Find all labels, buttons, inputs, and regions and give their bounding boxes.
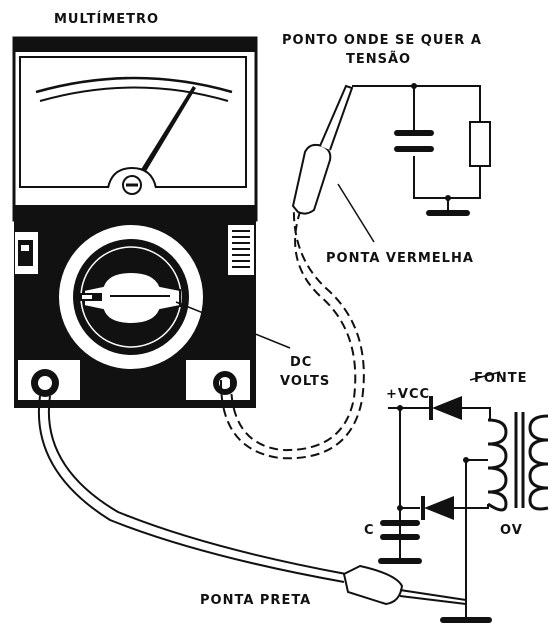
red-probe-leader: [337, 183, 375, 243]
multimeter-top-band: [14, 38, 256, 52]
measure-point-label-line2: TENSÃO: [346, 51, 411, 67]
vcc-node: [397, 405, 403, 411]
multimeter: [12, 36, 258, 408]
lower-diode: [424, 496, 454, 520]
left-switch-knob: [18, 240, 33, 266]
transformer-core: [514, 412, 525, 508]
black-probe-label: PONTA PRETA: [200, 593, 311, 608]
cap-node: [397, 505, 403, 511]
red-probe[interactable]: [291, 84, 354, 215]
measure-capacitor: [394, 130, 434, 152]
volts-label: VOLTS: [280, 374, 330, 389]
black-probe[interactable]: [342, 564, 467, 606]
upper-diode-bar: [429, 396, 433, 420]
fonte-leader: [469, 371, 501, 381]
measure-ground: [426, 210, 470, 216]
tap-node: [463, 457, 469, 463]
dc-label: DC: [290, 355, 312, 370]
left-switch-detail: [21, 245, 29, 251]
measure-ground-node: [445, 195, 451, 201]
range-selector-pointer-tip: [82, 295, 92, 299]
measure-point-label-line1: PONTO ONDE SE QUER A: [282, 33, 482, 48]
upper-diode: [432, 396, 462, 420]
fonte-label: FONTE: [474, 371, 528, 386]
measure-resistor: [469, 121, 491, 167]
dc-volts-leader: [175, 301, 291, 349]
black-probe-cable: [37, 395, 347, 583]
transformer-secondary: [487, 418, 508, 512]
red-probe-cable: [219, 205, 365, 460]
transformer-primary: [528, 414, 549, 511]
meter-needle: [140, 86, 196, 173]
meter-scale-inner: [39, 86, 229, 102]
lower-diode-bar: [421, 496, 425, 520]
filter-capacitor-top: [380, 520, 420, 526]
filter-capacitor-bottom: [380, 534, 420, 540]
supply-ground: [440, 617, 492, 623]
zero-volt-label: OV: [500, 523, 523, 538]
vcc-label: +VCC: [386, 387, 430, 402]
right-switch-ribs: [232, 230, 250, 268]
capacitor-ground: [378, 558, 422, 564]
range-selector-knob[interactable]: [83, 270, 181, 326]
red-probe-label: PONTA VERMELHA: [326, 251, 474, 266]
measure-node: [411, 83, 417, 89]
meter-scale-outer: [35, 76, 233, 94]
capacitor-label: C: [364, 523, 375, 538]
common-jack-hole: [38, 376, 52, 390]
multimeter-title: MULTÍMETRO: [54, 11, 159, 27]
